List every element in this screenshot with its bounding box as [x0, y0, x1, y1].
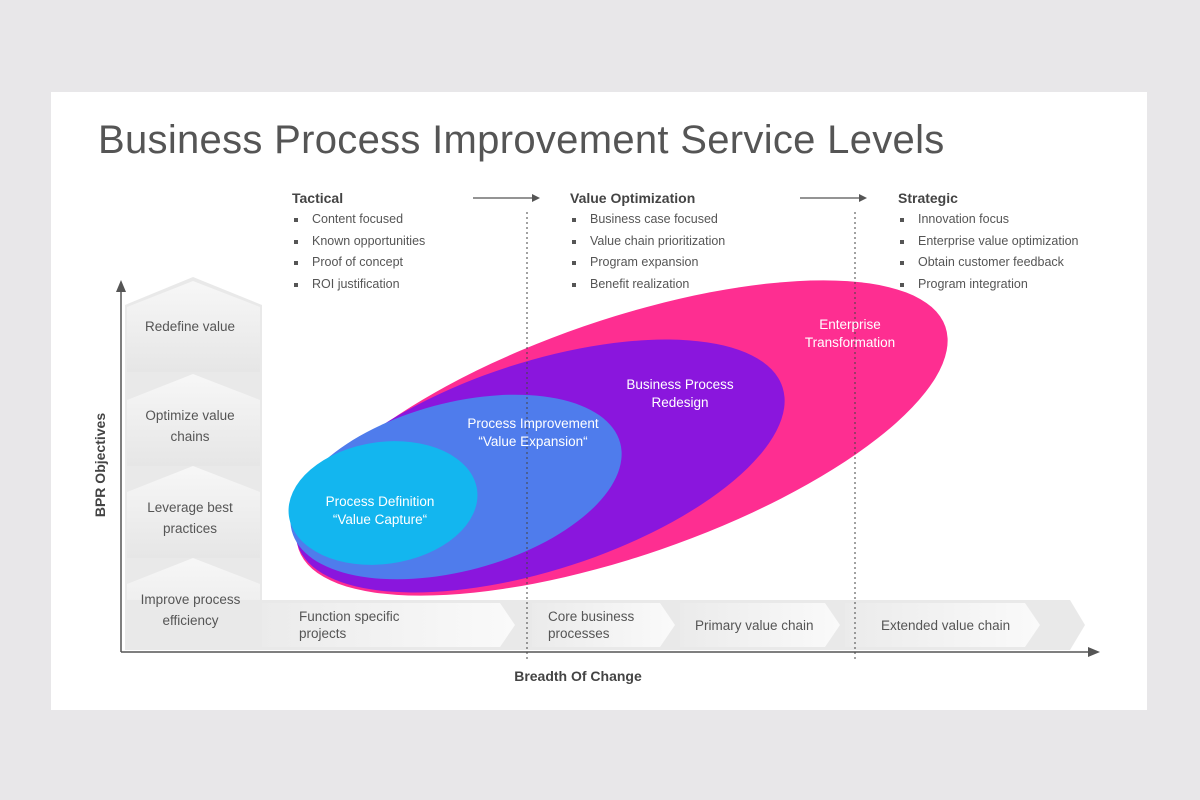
- ellipse-process-definition: [288, 441, 478, 565]
- arrow-head-icon: [859, 194, 867, 202]
- breadth-chevron: [845, 603, 1040, 647]
- breadth-label: Primary value chain: [695, 618, 814, 633]
- objective-label: Redefine value: [144, 319, 236, 334]
- stage-item: Value chain prioritization: [570, 234, 800, 256]
- stage-value-optimization: Value Optimization Business case focused…: [570, 190, 800, 298]
- stage-item: Program expansion: [570, 255, 800, 277]
- ellipse-label: Process Definition “Value Capture“: [325, 494, 435, 527]
- x-axis-arrow-icon: [1088, 647, 1100, 657]
- stage-item: Benefit realization: [570, 277, 800, 299]
- stage-item: Program integration: [898, 277, 1128, 299]
- x-axis-label: Breadth Of Change: [514, 668, 642, 684]
- stage-item: ROI justification: [292, 277, 522, 299]
- stage-item: Obtain customer feedback: [898, 255, 1128, 277]
- stage-item: Proof of concept: [292, 255, 522, 277]
- stage-item: Known opportunities: [292, 234, 522, 256]
- y-axis-label: BPR Objectives: [92, 412, 108, 518]
- objective-chevron: [127, 281, 260, 372]
- breadth-chevron: [532, 603, 675, 647]
- objective-chevron: [127, 374, 260, 466]
- stage-item: Business case focused: [570, 212, 800, 234]
- stage-item: Content focused: [292, 212, 522, 234]
- breadth-label: Core business processes: [548, 609, 635, 641]
- stage-heading: Tactical: [292, 190, 344, 206]
- objective-label: Improve process efficiency: [140, 592, 241, 628]
- objective-chevron: [127, 466, 260, 558]
- ellipse-label: Enterprise Transformation: [804, 317, 896, 350]
- breadth-chevron: [680, 603, 840, 647]
- breadth-label: Extended value chain: [881, 618, 1011, 633]
- ellipse-label: Process Improvement “Value Expansion“: [467, 416, 599, 449]
- stage-heading: Strategic: [898, 190, 958, 206]
- stage-item: Enterprise value optimization: [898, 234, 1128, 256]
- objective-label: Optimize value chains: [145, 408, 235, 444]
- ellipse-label: Business Process Redesign: [626, 377, 734, 410]
- page-title: Business Process Improvement Service Lev…: [98, 118, 945, 162]
- objective-label: Leverage best practices: [147, 500, 233, 536]
- stage-heading: Value Optimization: [570, 190, 696, 206]
- arrow-head-icon: [532, 194, 540, 202]
- stage-item: Innovation focus: [898, 212, 1128, 234]
- breadth-chevron: [262, 603, 515, 647]
- y-axis-arrow-icon: [116, 280, 126, 292]
- breadth-label: Function specific projects: [299, 609, 400, 641]
